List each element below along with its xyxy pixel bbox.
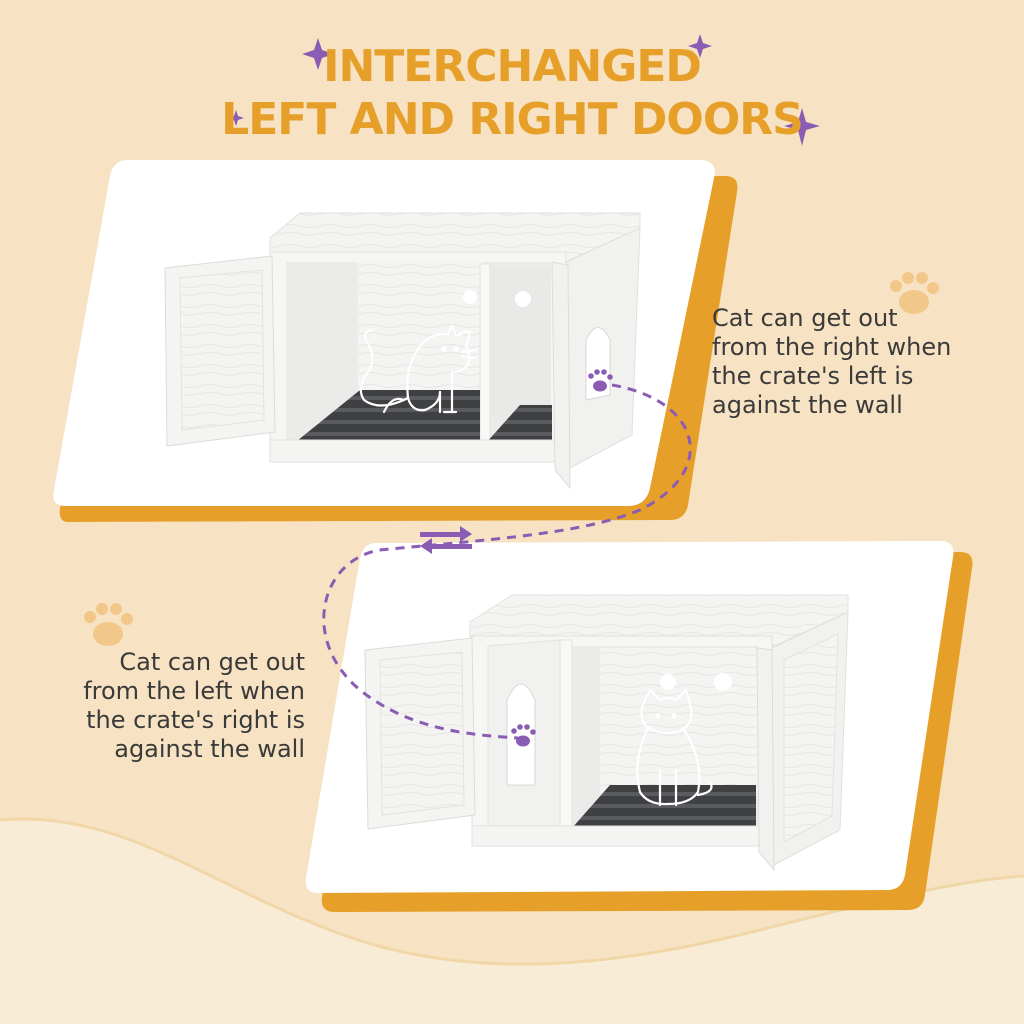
cat-outline-icon — [636, 687, 713, 807]
exit-path-dashed-top — [322, 383, 692, 740]
right-door-open — [551, 261, 571, 490]
paw-print-icon — [588, 369, 613, 392]
background-wave — [0, 819, 1024, 1024]
sparkle-icon — [784, 108, 820, 146]
crate-bottom-view — [364, 594, 849, 872]
sparkle-icon — [302, 38, 334, 70]
caption-right-exit: Cat can get out from the right when the … — [712, 304, 951, 420]
caption-line: the crate's left is — [712, 362, 914, 390]
litter-mat — [486, 405, 552, 443]
caption-line: Cat can get out — [119, 648, 305, 676]
paw-print-icon — [511, 724, 536, 747]
caption-line: against the wall — [114, 735, 305, 763]
caption-line: from the left when — [83, 677, 305, 705]
sparkle-icon — [688, 34, 712, 58]
paw-print-icon — [890, 272, 939, 314]
caption-line: Cat can get out — [712, 304, 898, 332]
caption-line: from the right when — [712, 333, 952, 361]
swap-arrows-icon — [420, 526, 472, 554]
paw-print-icon — [84, 603, 133, 646]
page-title-line-2: LEFT AND RIGHT DOORS — [221, 94, 804, 145]
page-title-line-1: INTERCHANGED — [323, 41, 702, 92]
sparkle-icon — [228, 110, 244, 126]
caption-line: against the wall — [712, 391, 903, 419]
litter-mat — [292, 390, 480, 445]
caption-line: the crate's right is — [86, 706, 305, 734]
cat-outline-icon — [359, 323, 478, 414]
right-door-open — [756, 647, 775, 872]
caption-left-exit: Cat can get out from the left when the c… — [60, 648, 305, 764]
litter-mat — [572, 785, 756, 828]
